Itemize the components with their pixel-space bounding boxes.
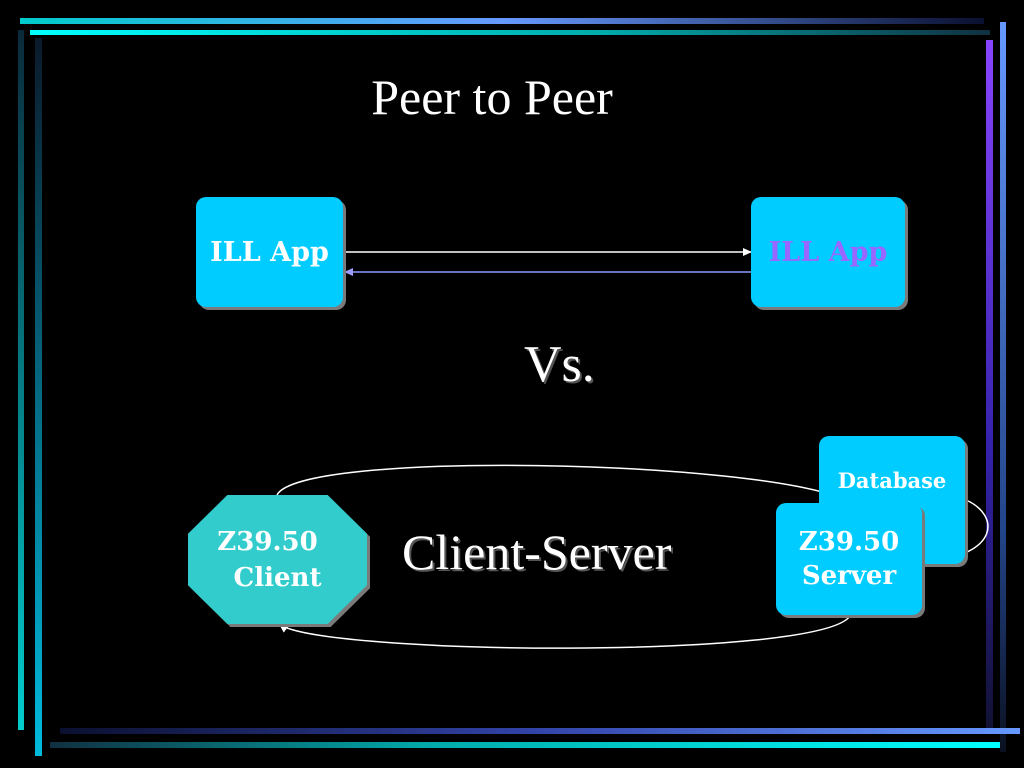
client-label-line2: Client (233, 562, 322, 593)
z3950-server-box: Z39.50 Server (776, 503, 922, 615)
frame-top-bar-1 (20, 18, 984, 24)
vs-label: Vs. (524, 336, 595, 393)
client-label-line1: Z39.50 (217, 526, 318, 557)
frame-left-bar-2 (35, 38, 42, 756)
server-label-line1: Z39.50 (798, 527, 900, 557)
database-label: Database (837, 468, 947, 493)
frame-right-bar-2 (1000, 22, 1006, 752)
left-ill-app-box: ILL App (196, 197, 343, 307)
client-to-server-arc (276, 464, 846, 501)
z3950-client-octagon: Z39.50 Client (188, 495, 367, 624)
right-ill-app-box: ILL App (751, 197, 905, 307)
left-ill-app-label: ILL App (210, 236, 329, 268)
frame-right-bar-1 (986, 40, 993, 730)
frame-top-bar-2 (30, 30, 990, 35)
server-to-client-arc (278, 615, 851, 649)
frame-bottom-bar-2 (50, 742, 1000, 748)
frame-bottom-bar-1 (60, 728, 1020, 734)
slide-title: Peer to Peer (371, 69, 613, 125)
right-ill-app-label: ILL App (768, 236, 888, 268)
frame-left-bar-1 (18, 30, 24, 730)
client-server-label: Client-Server (402, 524, 672, 580)
server-label-line2: Server (801, 561, 897, 591)
database-box: Database (819, 436, 965, 564)
